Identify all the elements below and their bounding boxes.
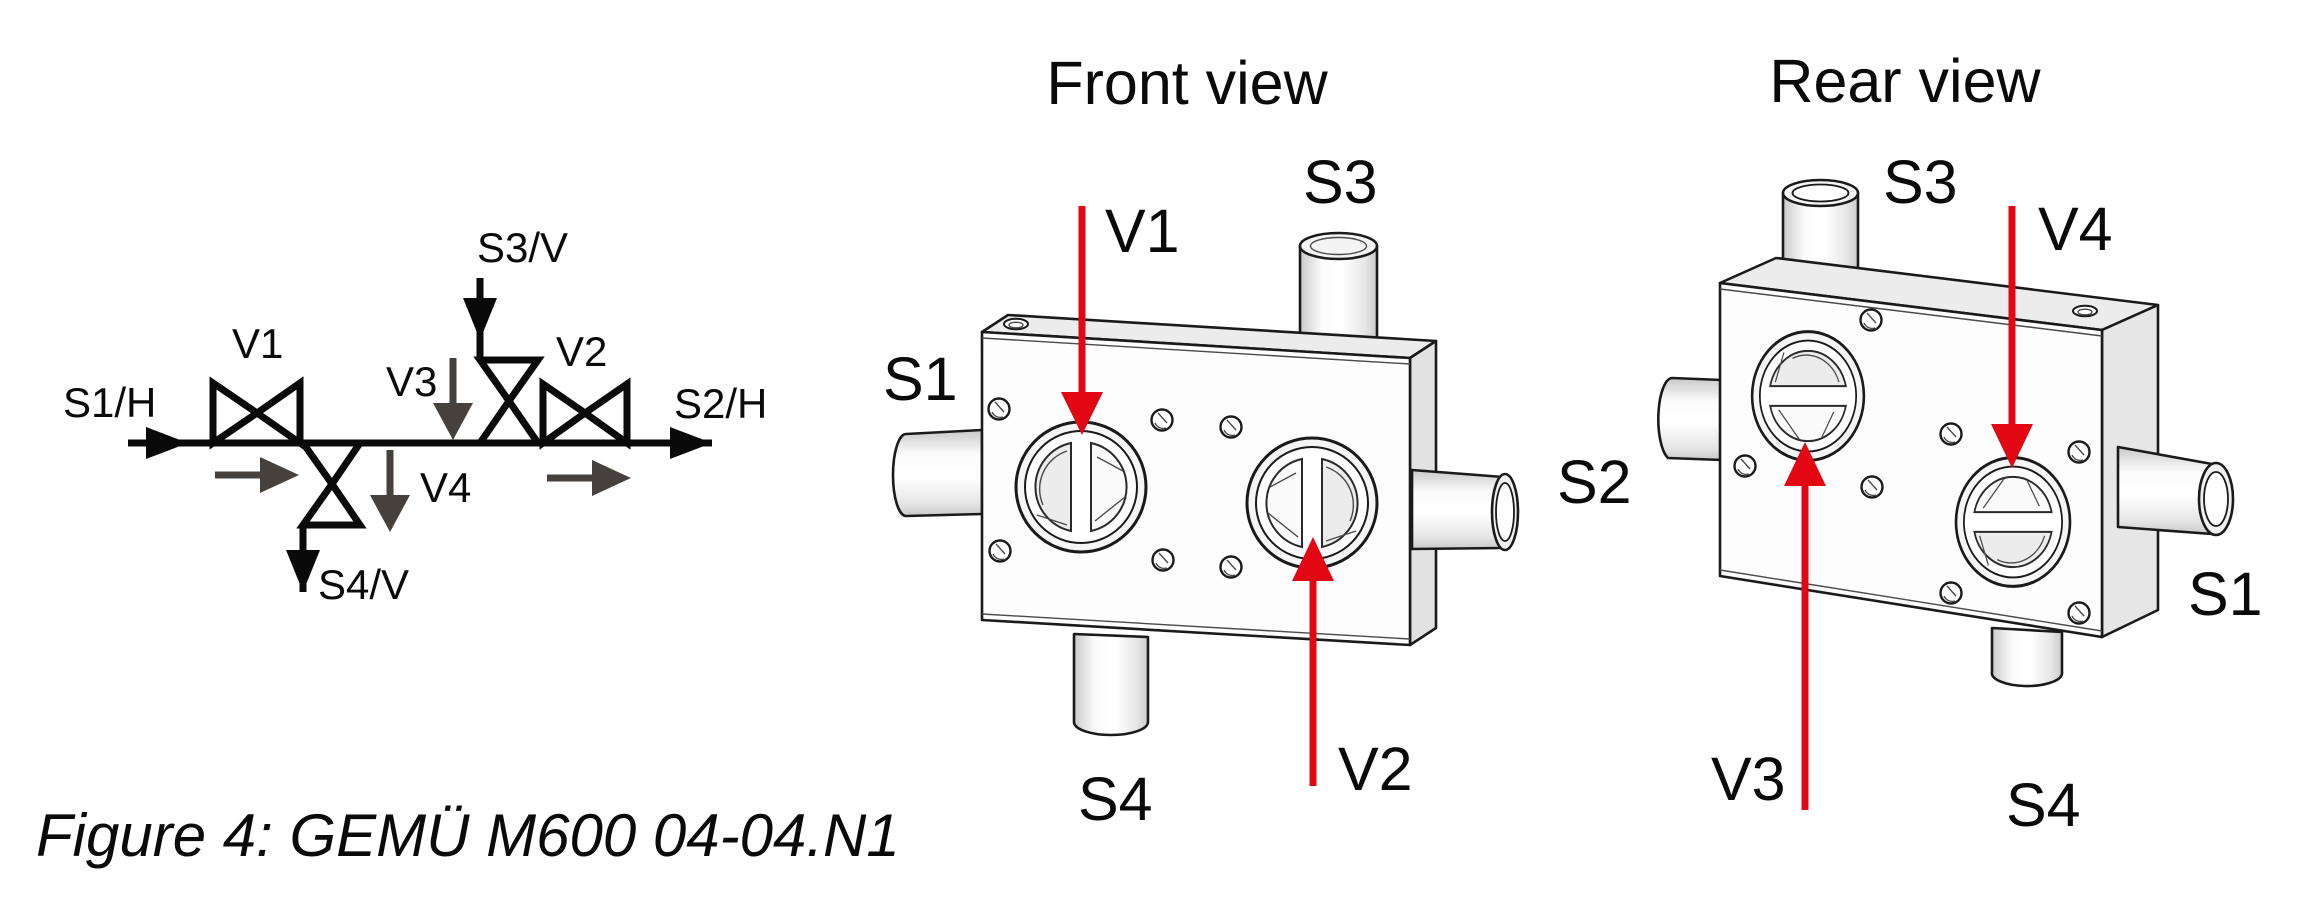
front-pipe-s1: [891, 428, 984, 518]
label-v1: V1: [232, 320, 283, 367]
figure-caption: Figure 4: GEMÜ M600 04-04.N1: [36, 802, 900, 869]
valve-v1-symbol: [209, 376, 304, 450]
rear-pipe-s4: [1990, 626, 2064, 688]
label-s4v: S4/V: [318, 561, 409, 608]
rear-pipe-s1: [2116, 445, 2235, 537]
front-arrow-v2: [1292, 537, 1334, 786]
valve-v2-symbol: [539, 377, 631, 450]
front-pipe-s2: [1410, 468, 1520, 552]
front-label-v2: V2: [1338, 735, 1413, 803]
flow-schematic: S1/H V1 V3 S3/V V2 S2/H V4 S4/V: [63, 224, 767, 608]
top-hole: [2072, 304, 2098, 318]
rear-pipe-s2: [1657, 376, 1724, 462]
inlet-arrowhead: [146, 427, 188, 459]
top-hole: [1003, 317, 1029, 331]
rear-label-v4: V4: [2038, 195, 2113, 263]
label-s2-shared: S2: [1557, 448, 1632, 516]
label-v2: V2: [556, 328, 607, 375]
front-label-s3: S3: [1303, 148, 1378, 216]
front-label-s1: S1: [883, 345, 958, 413]
label-v4: V4: [420, 464, 471, 511]
front-arrow-v1: [1061, 206, 1103, 435]
valve-s4-branch-symbol: [286, 439, 367, 592]
rear-arrow-v4: [1991, 206, 2033, 468]
front-label-s4: S4: [1078, 765, 1153, 833]
rear-arrow-v3: [1784, 442, 1826, 810]
rear-view-title: Rear view: [1769, 47, 2041, 115]
label-s1h: S1/H: [63, 379, 156, 426]
outlet-arrowhead: [670, 427, 712, 459]
rear-port-v3: [1750, 330, 1866, 462]
rear-label-s3: S3: [1883, 148, 1958, 216]
front-pipe-s4: [1072, 632, 1150, 737]
rear-label-s1: S1: [2188, 560, 2263, 628]
front-view-title: Front view: [1046, 49, 1328, 117]
front-port-v1: [1014, 420, 1148, 554]
flow-arrow-v1: [215, 457, 299, 493]
rear-port-v4: [1954, 456, 2072, 588]
flow-arrow-v2: [547, 460, 631, 496]
rear-label-s4: S4: [2006, 771, 2081, 839]
flow-arrow-v4: [370, 450, 410, 532]
front-pipe-s3: [1298, 231, 1379, 357]
rear-view: Rear view: [1657, 47, 2263, 839]
label-s2h: S2/H: [674, 380, 767, 427]
valve-s3-branch-symbol: [463, 278, 545, 447]
rear-label-v3: V3: [1711, 745, 1786, 813]
front-label-v1: V1: [1105, 197, 1180, 265]
label-s3v: S3/V: [477, 224, 568, 271]
flow-arrow-v3: [433, 358, 473, 440]
label-v3: V3: [386, 358, 437, 405]
front-view: Front view: [883, 49, 1632, 833]
